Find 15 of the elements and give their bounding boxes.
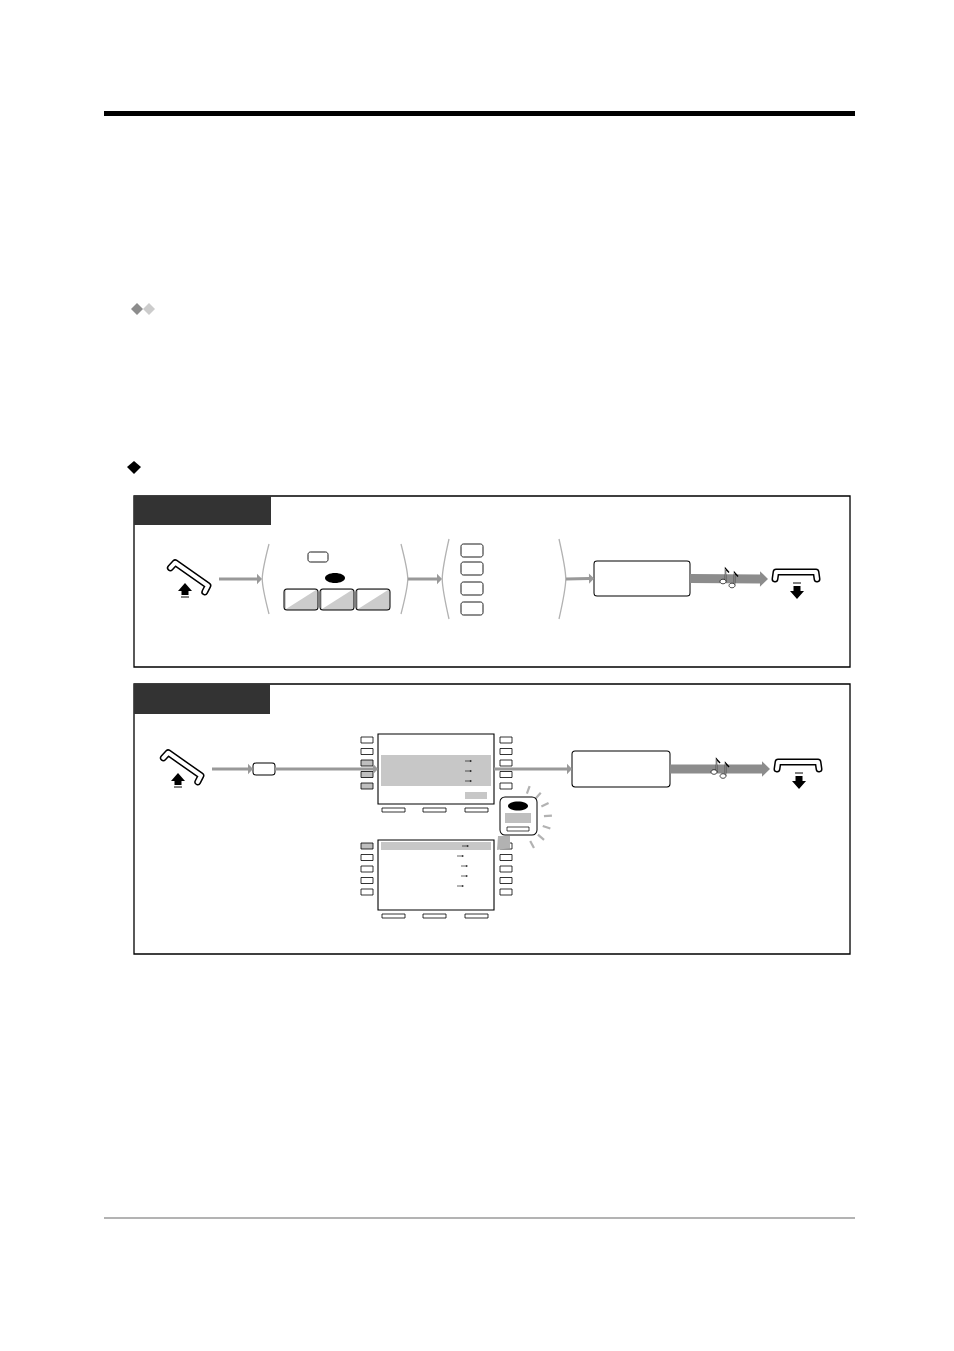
- header-bar: [134, 496, 271, 525]
- panel-frame: [133, 495, 851, 668]
- panel-frame: [133, 683, 851, 955]
- header-bar: [134, 684, 270, 714]
- display-screen: [377, 733, 495, 805]
- handset-icon: [159, 749, 205, 788]
- handset-icon: [773, 758, 823, 789]
- display-box: [571, 750, 671, 788]
- display-screen: [377, 839, 495, 911]
- key-button: [252, 762, 276, 776]
- button-column-group: [441, 538, 567, 620]
- handset-icon: [771, 568, 821, 599]
- handset-icon: [166, 559, 212, 598]
- key-group: [261, 543, 409, 615]
- display-box: [593, 560, 691, 597]
